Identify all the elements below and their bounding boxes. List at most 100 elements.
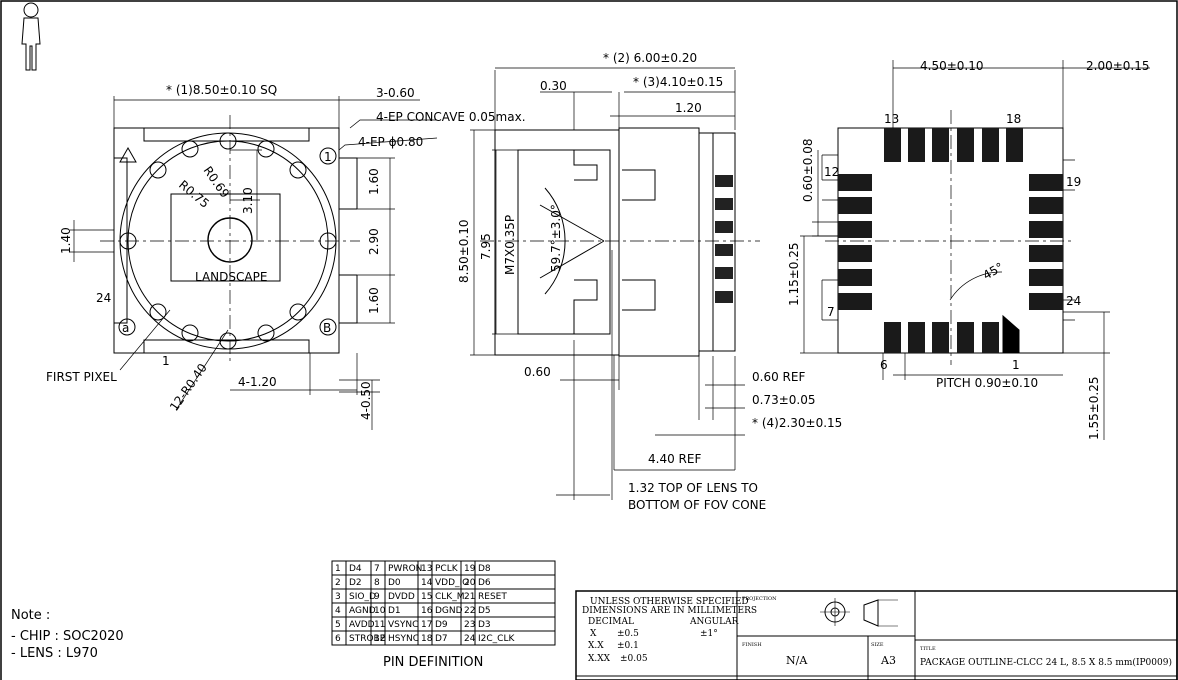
dim-side-120: 1.20	[675, 101, 702, 115]
package-outline-bottom	[837, 127, 1064, 354]
package-outline-front	[113, 127, 340, 354]
pad-left-2	[838, 197, 872, 214]
pad-bottom-1	[884, 322, 901, 353]
pad-right-1	[1029, 174, 1063, 191]
pin-table-cell: SIO_D	[349, 592, 376, 602]
pin-table-cell: PWRON	[388, 564, 422, 574]
angular-label: ANGULAR	[689, 617, 739, 627]
pin-table-cell: 16	[421, 606, 433, 616]
pad-top-1	[884, 128, 901, 162]
title-block	[575, 590, 1178, 680]
title-block-text: UNLESS OTHERWISE SPECIFIED DIMENSIONS AR…	[582, 596, 1172, 668]
pin-label-24: 24	[96, 291, 111, 305]
pin-table-cell: 6	[335, 634, 341, 644]
pad-left-5	[838, 269, 872, 286]
pad-left-3	[838, 221, 872, 238]
pad-right-6	[1029, 293, 1063, 310]
thread-label: M7X0.35P	[503, 215, 517, 275]
xxx-label: X.XX	[588, 654, 611, 664]
pad-bottom-5	[982, 322, 999, 353]
title-label: TITLE	[920, 646, 936, 652]
x-value: ±0.5	[617, 629, 639, 639]
pin-18: 18	[1006, 112, 1021, 126]
pin-table-cell: 24	[464, 634, 476, 644]
pin-table-cell: DGND	[435, 606, 463, 616]
bottom-pads	[838, 128, 1063, 353]
finish-value: N/A	[786, 654, 808, 667]
side-cap	[698, 132, 714, 352]
projection-label: PROJECTION	[742, 596, 777, 602]
human-scale-icon	[21, 2, 41, 71]
dim-size-sq: * (1)8.50±0.10 SQ	[166, 83, 277, 97]
pin-table-cell: 11	[374, 620, 385, 630]
pin-table-cell: 20	[464, 578, 476, 588]
pin-table-cell: 19	[464, 564, 476, 574]
pin-table-cell: CLK_M	[435, 592, 464, 602]
mark-b-circle	[319, 318, 337, 336]
front-view-labels: * (1)8.50±0.10 SQ 3-0.60 4-EP CONCAVE 0.…	[46, 83, 526, 420]
pad-left-1	[838, 174, 872, 191]
dim-600: * (2) 6.00±0.20	[603, 51, 697, 65]
note-lens: - LENS : L970	[11, 646, 98, 661]
xx-value: ±0.1	[617, 641, 639, 651]
pin-table-cell: 15	[421, 592, 432, 602]
pin-1: 1	[1012, 358, 1020, 372]
pin-table-cell: DVDD	[388, 592, 415, 602]
pin-table-cell: 7	[374, 564, 380, 574]
pad-right-2	[1029, 197, 1063, 214]
dim-bottom-060: 0.60±0.08	[801, 139, 815, 203]
dim-230: * (4)2.30±0.15	[752, 416, 842, 430]
pin-table-cell: 21	[464, 592, 475, 602]
pin-table-cell: 4	[335, 606, 341, 616]
sensor-area	[170, 193, 281, 282]
pad-bottom-3	[932, 322, 949, 353]
pin-table-cell: 8	[374, 578, 380, 588]
side-pads	[715, 175, 733, 303]
pad-top-3	[932, 128, 949, 162]
pin-table-cell: D3	[478, 620, 491, 630]
dim-200: 2.00±0.15	[1086, 59, 1150, 73]
dim-073: 0.73±0.05	[752, 393, 816, 407]
pin-table-cell: PCLK	[435, 564, 459, 574]
pin-table-cell: RESET	[478, 592, 507, 602]
dim-120: 4-1.20	[238, 375, 277, 389]
pin-6: 6	[880, 358, 888, 372]
drawing-title: PACKAGE OUTLINE-CLCC 24 L, 8.5 X 8.5 mm(…	[920, 657, 1172, 668]
dim-850: 8.50±0.10	[457, 220, 471, 284]
dim-115: 1.15±0.25	[787, 243, 801, 307]
dim-030: 0.30	[540, 79, 567, 93]
pin-table-cell: D7	[435, 634, 448, 644]
landscape-label: LANDSCAPE	[195, 270, 267, 284]
finish-label: FINISH	[742, 642, 762, 648]
pitch-label: PITCH 0.90±0.10	[936, 376, 1038, 390]
pin-table-cell: 14	[421, 578, 433, 588]
dim-290: 2.90	[367, 228, 381, 255]
pin-table-cell: D4	[349, 564, 362, 574]
pin-table-cell: 9	[374, 592, 380, 602]
dim-155: 1.55±0.25	[1087, 377, 1101, 441]
dim-410: * (3)4.10±0.15	[633, 75, 723, 89]
pin-table-cell: 3	[335, 592, 341, 602]
pin1-mark	[1002, 314, 1020, 353]
dim-450: 4.50±0.10	[920, 59, 984, 73]
pad-left-6	[838, 293, 872, 310]
pin-7: 7	[827, 305, 835, 319]
lens-note-2: BOTTOM OF FOV CONE	[628, 498, 766, 512]
fov-label: 59.7°±3.0°	[549, 204, 563, 272]
dim-050: 4-0.50	[359, 381, 373, 420]
pin-table-cell: D0	[388, 578, 401, 588]
size-label: SIZE	[871, 642, 884, 648]
tolerance-line-2: DIMENSIONS ARE IN MILLIMETERS	[582, 606, 757, 616]
pin-table-cell: 12	[374, 634, 385, 644]
pin-13: 13	[884, 112, 899, 126]
pad-bottom-2	[908, 322, 925, 353]
dim-160a: 1.60	[367, 168, 381, 195]
pad-top-2	[908, 128, 925, 162]
side-pad-column	[712, 132, 736, 352]
pin-table-cell: D5	[478, 606, 491, 616]
first-pixel-label: FIRST PIXEL	[46, 370, 117, 384]
note-chip: - CHIP : SOC2020	[11, 629, 124, 644]
